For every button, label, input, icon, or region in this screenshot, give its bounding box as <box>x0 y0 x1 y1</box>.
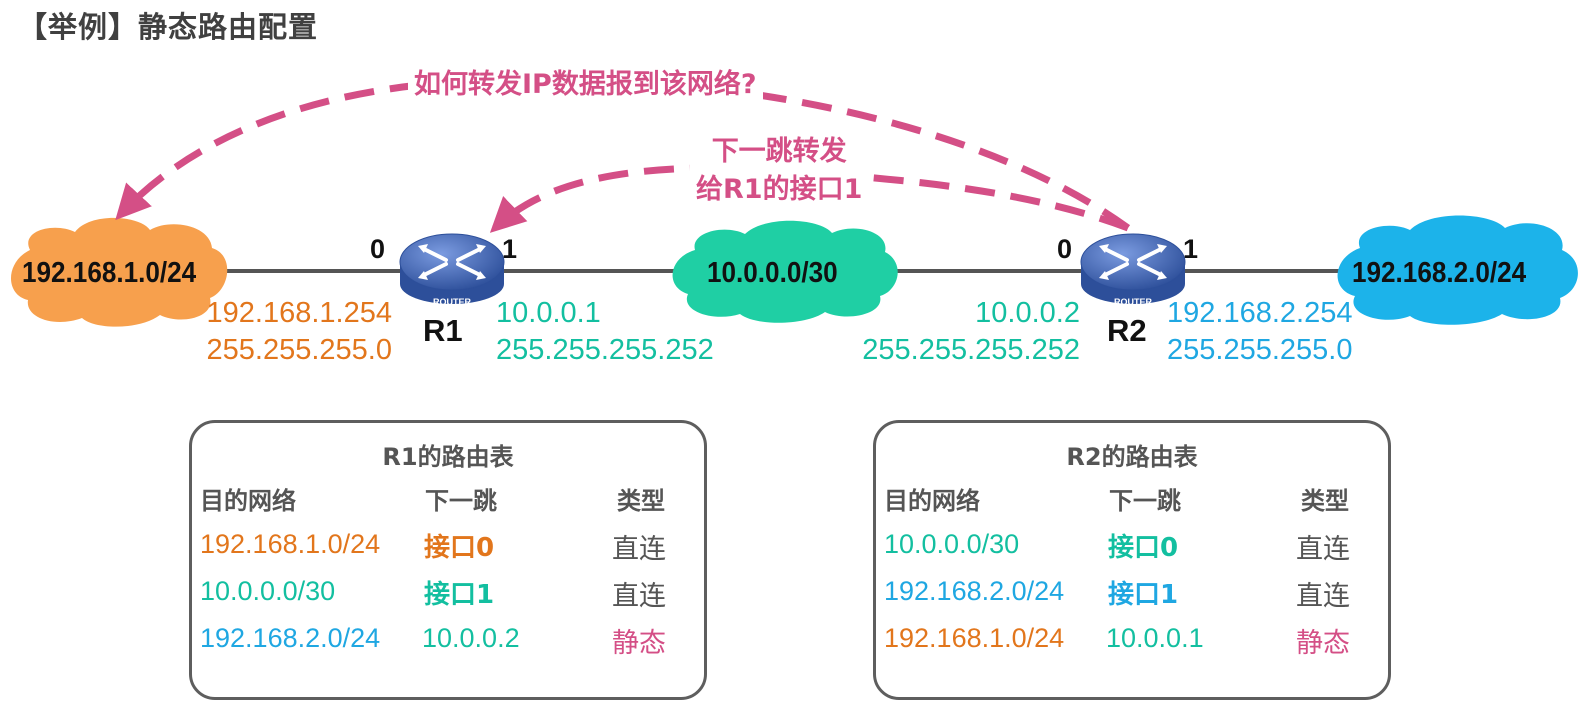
next-hop-hint-line2: 给R1的接口1 <box>696 174 863 205</box>
r1-header-dest: 目的网络 <box>200 487 296 515</box>
r2-if0-mask: 255.255.255.252 <box>862 334 1080 366</box>
r1-port-1: 1 <box>502 234 518 264</box>
r2-row1-type: 直连 <box>1296 534 1350 565</box>
r1-row2-type: 直连 <box>612 581 666 612</box>
network-middle-label: 10.0.0.0/30 <box>707 257 838 289</box>
r2-row1-next: 接口0 <box>1108 533 1179 563</box>
r1-row1-dest: 192.168.1.0/24 <box>200 529 381 559</box>
r1-if1-mask: 255.255.255.252 <box>496 334 714 366</box>
cloud-network-right <box>1337 215 1578 325</box>
r2-row1-dest: 10.0.0.0/30 <box>884 529 1020 559</box>
r2-if1-address: 192.168.2.254 255.255.255.0 <box>1167 295 1352 369</box>
r2-routing-table: R2的路由表 目的网络 下一跳 类型 10.0.0.0/30 接口0 直连 19… <box>873 420 1391 700</box>
r2-device-label: ROUTER <box>1114 297 1153 307</box>
r1-header-type: 类型 <box>617 487 665 515</box>
r1-port-0: 0 <box>370 234 386 264</box>
router-r1-icon <box>399 233 505 304</box>
network-left-label: 192.168.1.0/24 <box>22 257 197 289</box>
r2-row2-dest: 192.168.2.0/24 <box>884 576 1065 606</box>
router-r2-icon <box>1080 233 1186 304</box>
r1-row2-dest: 10.0.0.0/30 <box>200 576 336 606</box>
network-right-label: 192.168.2.0/24 <box>1352 257 1527 289</box>
r1-row1-next: 接口0 <box>424 533 495 563</box>
r1-if0-ip: 192.168.1.254 <box>206 297 392 329</box>
r1-row1-type: 直连 <box>612 534 666 565</box>
r1-header-next: 下一跳 <box>425 487 497 515</box>
r2-header-dest: 目的网络 <box>884 487 980 515</box>
r1-routing-table: R1的路由表 目的网络 下一跳 类型 192.168.1.0/24 接口0 直连… <box>189 420 707 700</box>
router-r1-name: R1 <box>423 313 463 348</box>
next-hop-hint: 下一跳转发 给R1的接口1 <box>690 133 869 209</box>
r1-row3-dest: 192.168.2.0/24 <box>200 623 381 653</box>
cloud-network-left <box>10 217 228 327</box>
cloud-network-middle <box>672 220 898 323</box>
r1-if1-ip: 10.0.0.1 <box>496 297 601 329</box>
r1-if0-mask: 255.255.255.0 <box>206 334 392 366</box>
r2-header-next: 下一跳 <box>1109 487 1181 515</box>
r2-table-title: R2的路由表 <box>1066 443 1198 471</box>
r1-row3-next: 10.0.0.2 <box>422 623 520 653</box>
r2-row2-next: 接口1 <box>1108 580 1179 610</box>
arrow-question-to-lan1 <box>115 75 1131 231</box>
question-label: 如何转发IP数据报到该网络? <box>408 64 763 106</box>
r2-if1-ip: 192.168.2.254 <box>1167 297 1353 329</box>
r1-if0-address: 192.168.1.254 255.255.255.0 <box>196 295 392 369</box>
r2-row2-type: 直连 <box>1296 581 1350 612</box>
r2-row3-type: 静态 <box>1296 628 1350 659</box>
r1-row3-type: 静态 <box>612 628 666 659</box>
r1-device-label: ROUTER <box>433 297 472 307</box>
next-hop-hint-line1: 下一跳转发 <box>711 136 847 167</box>
r2-if1-mask: 255.255.255.0 <box>1167 334 1353 366</box>
r2-if0-address: 10.0.0.2 255.255.255.252 <box>860 295 1080 369</box>
router-r2-name: R2 <box>1107 313 1147 348</box>
r2-row3-dest: 192.168.1.0/24 <box>884 623 1065 653</box>
r2-port-1: 1 <box>1183 234 1199 264</box>
r1-if1-address: 10.0.0.1 255.255.255.252 <box>496 295 714 369</box>
r1-row2-next: 接口1 <box>424 580 495 610</box>
r2-row3-next: 10.0.0.1 <box>1106 623 1204 653</box>
r2-if0-ip: 10.0.0.2 <box>975 297 1080 329</box>
page-title: 【举例】静态路由配置 <box>18 10 319 44</box>
r1-table-title: R1的路由表 <box>382 443 514 471</box>
r2-port-0: 0 <box>1057 234 1073 264</box>
r2-header-type: 类型 <box>1301 487 1349 515</box>
